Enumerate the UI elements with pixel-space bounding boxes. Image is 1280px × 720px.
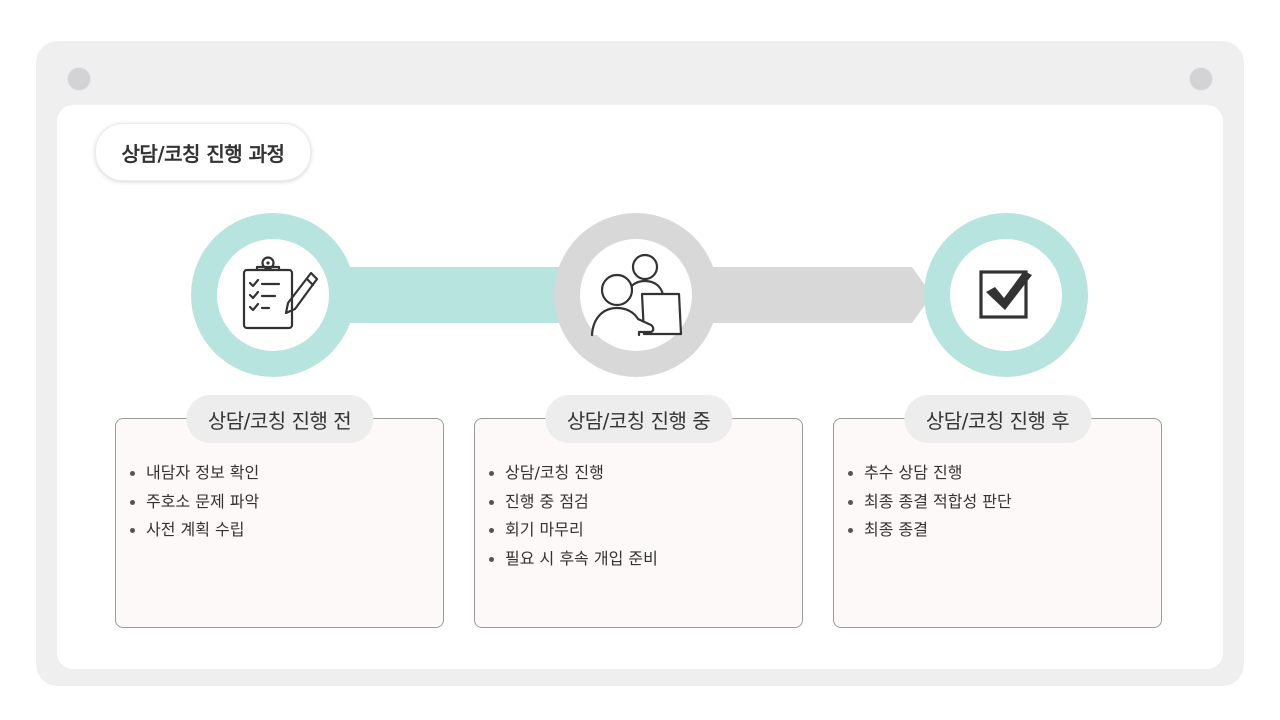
- step-1-box: 상담/코칭 진행 전 내담자 정보 확인 주호소 문제 파악 사전 계획 수립: [115, 395, 444, 628]
- process-flow-diagram: [191, 213, 1088, 377]
- connector-arrow-2: [687, 267, 932, 323]
- page-title: 상담/코칭 진행 과정: [95, 123, 311, 181]
- list-item: 주호소 문제 파악: [130, 488, 259, 517]
- step-3-list: 추수 상담 진행 최종 종결 적합성 판단 최종 종결: [848, 459, 1012, 545]
- clipboard-checklist-pen-icon: [242, 256, 319, 330]
- step-3-circle: [924, 213, 1088, 377]
- window-dot-left: [67, 67, 91, 91]
- list-item: 필요 시 후속 개입 준비: [489, 545, 658, 574]
- list-item: 상담/코칭 진행: [489, 459, 658, 488]
- step-2-heading: 상담/코칭 진행 중: [544, 395, 733, 443]
- two-people-talking-icon: [590, 253, 683, 337]
- step-2-box: 상담/코칭 진행 중 상담/코칭 진행 진행 중 점검 회기 마무리 필요 시 …: [474, 395, 803, 628]
- content-panel: 상담/코칭 진행 과정: [57, 105, 1223, 669]
- step-2-list: 상담/코칭 진행 진행 중 점검 회기 마무리 필요 시 후속 개입 준비: [489, 459, 658, 573]
- list-item: 내담자 정보 확인: [130, 459, 259, 488]
- step-3-heading: 상담/코칭 진행 후: [903, 395, 1092, 443]
- step-1-heading: 상담/코칭 진행 전: [185, 395, 374, 443]
- list-item: 사전 계획 수립: [130, 516, 259, 545]
- list-item: 진행 중 점검: [489, 488, 658, 517]
- step-1-list: 내담자 정보 확인 주호소 문제 파악 사전 계획 수립: [130, 459, 259, 545]
- connector-arrow-1: [287, 267, 582, 323]
- window-dot-right: [1189, 67, 1213, 91]
- list-item: 최종 종결 적합성 판단: [848, 488, 1012, 517]
- list-item: 최종 종결: [848, 516, 1012, 545]
- list-item: 추수 상담 진행: [848, 459, 1012, 488]
- browser-frame: 상담/코칭 진행 과정: [36, 41, 1244, 686]
- checkbox-checked-icon: [979, 270, 1032, 319]
- list-item: 회기 마무리: [489, 516, 658, 545]
- step-3-box: 상담/코칭 진행 후 추수 상담 진행 최종 종결 적합성 판단 최종 종결: [833, 395, 1162, 628]
